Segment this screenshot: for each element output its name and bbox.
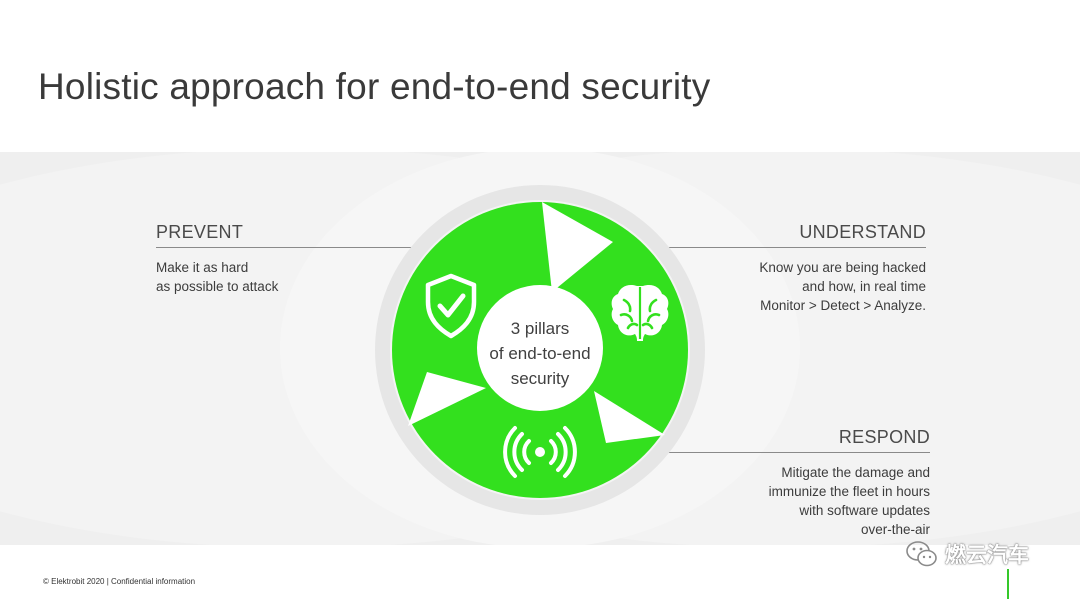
page-title: Holistic approach for end-to-end securit…: [38, 66, 711, 107]
understand-rule: [653, 247, 926, 248]
center-caption: 3 pillars of end-to-end security: [470, 316, 610, 391]
footer-copyright: © Elektrobit 2020 | Confidential informa…: [43, 577, 196, 586]
respond-line: over-the-air: [860, 522, 930, 537]
respond-section: RESPOND Mitigate the damage and immunize…: [650, 427, 930, 539]
broadcast-icon: [503, 426, 577, 478]
understand-line: Know you are being hacked: [759, 260, 926, 275]
respond-heading: RESPOND: [838, 427, 930, 447]
shield-check-icon: [425, 273, 477, 339]
prevent-rule: [156, 247, 429, 248]
prevent-line: Make it as hard: [156, 260, 249, 275]
understand-line: and how, in real time: [802, 279, 926, 294]
center-line: 3 pillars: [510, 319, 570, 338]
respond-line: with software updates: [799, 503, 930, 518]
watermark: 燃云汽车: [905, 536, 1075, 572]
prevent-description: Make it as hard as possible to attack: [156, 258, 436, 296]
brand-accent-bar: [1007, 569, 1009, 599]
arrow-notch-top: [542, 202, 613, 292]
understand-section: UNDERSTAND Know you are being hacked and…: [645, 222, 926, 315]
understand-heading: UNDERSTAND: [799, 222, 926, 242]
respond-description: Mitigate the damage and immunize the fle…: [650, 463, 930, 539]
arrow-notch-left: [408, 372, 486, 426]
understand-description: Know you are being hacked and how, in re…: [645, 258, 926, 315]
center-line: of end-to-end: [489, 344, 591, 363]
respond-line: Mitigate the damage and: [781, 465, 930, 480]
prevent-section: PREVENT Make it as hard as possible to a…: [156, 222, 436, 296]
respond-line: immunize the fleet in hours: [768, 484, 930, 499]
arrow-notch-right: [594, 391, 665, 443]
pillars-diagram: [375, 185, 705, 515]
center-line: security: [510, 369, 570, 388]
understand-line: Monitor > Detect > Analyze.: [760, 298, 926, 313]
prevent-line: as possible to attack: [156, 279, 279, 294]
prevent-heading: PREVENT: [156, 222, 244, 242]
wechat-icon: [906, 541, 937, 567]
respond-rule: [656, 452, 930, 453]
center-circle: [477, 285, 603, 411]
brain-icon: [611, 284, 669, 341]
watermark-text: 燃云汽车: [945, 544, 1029, 567]
